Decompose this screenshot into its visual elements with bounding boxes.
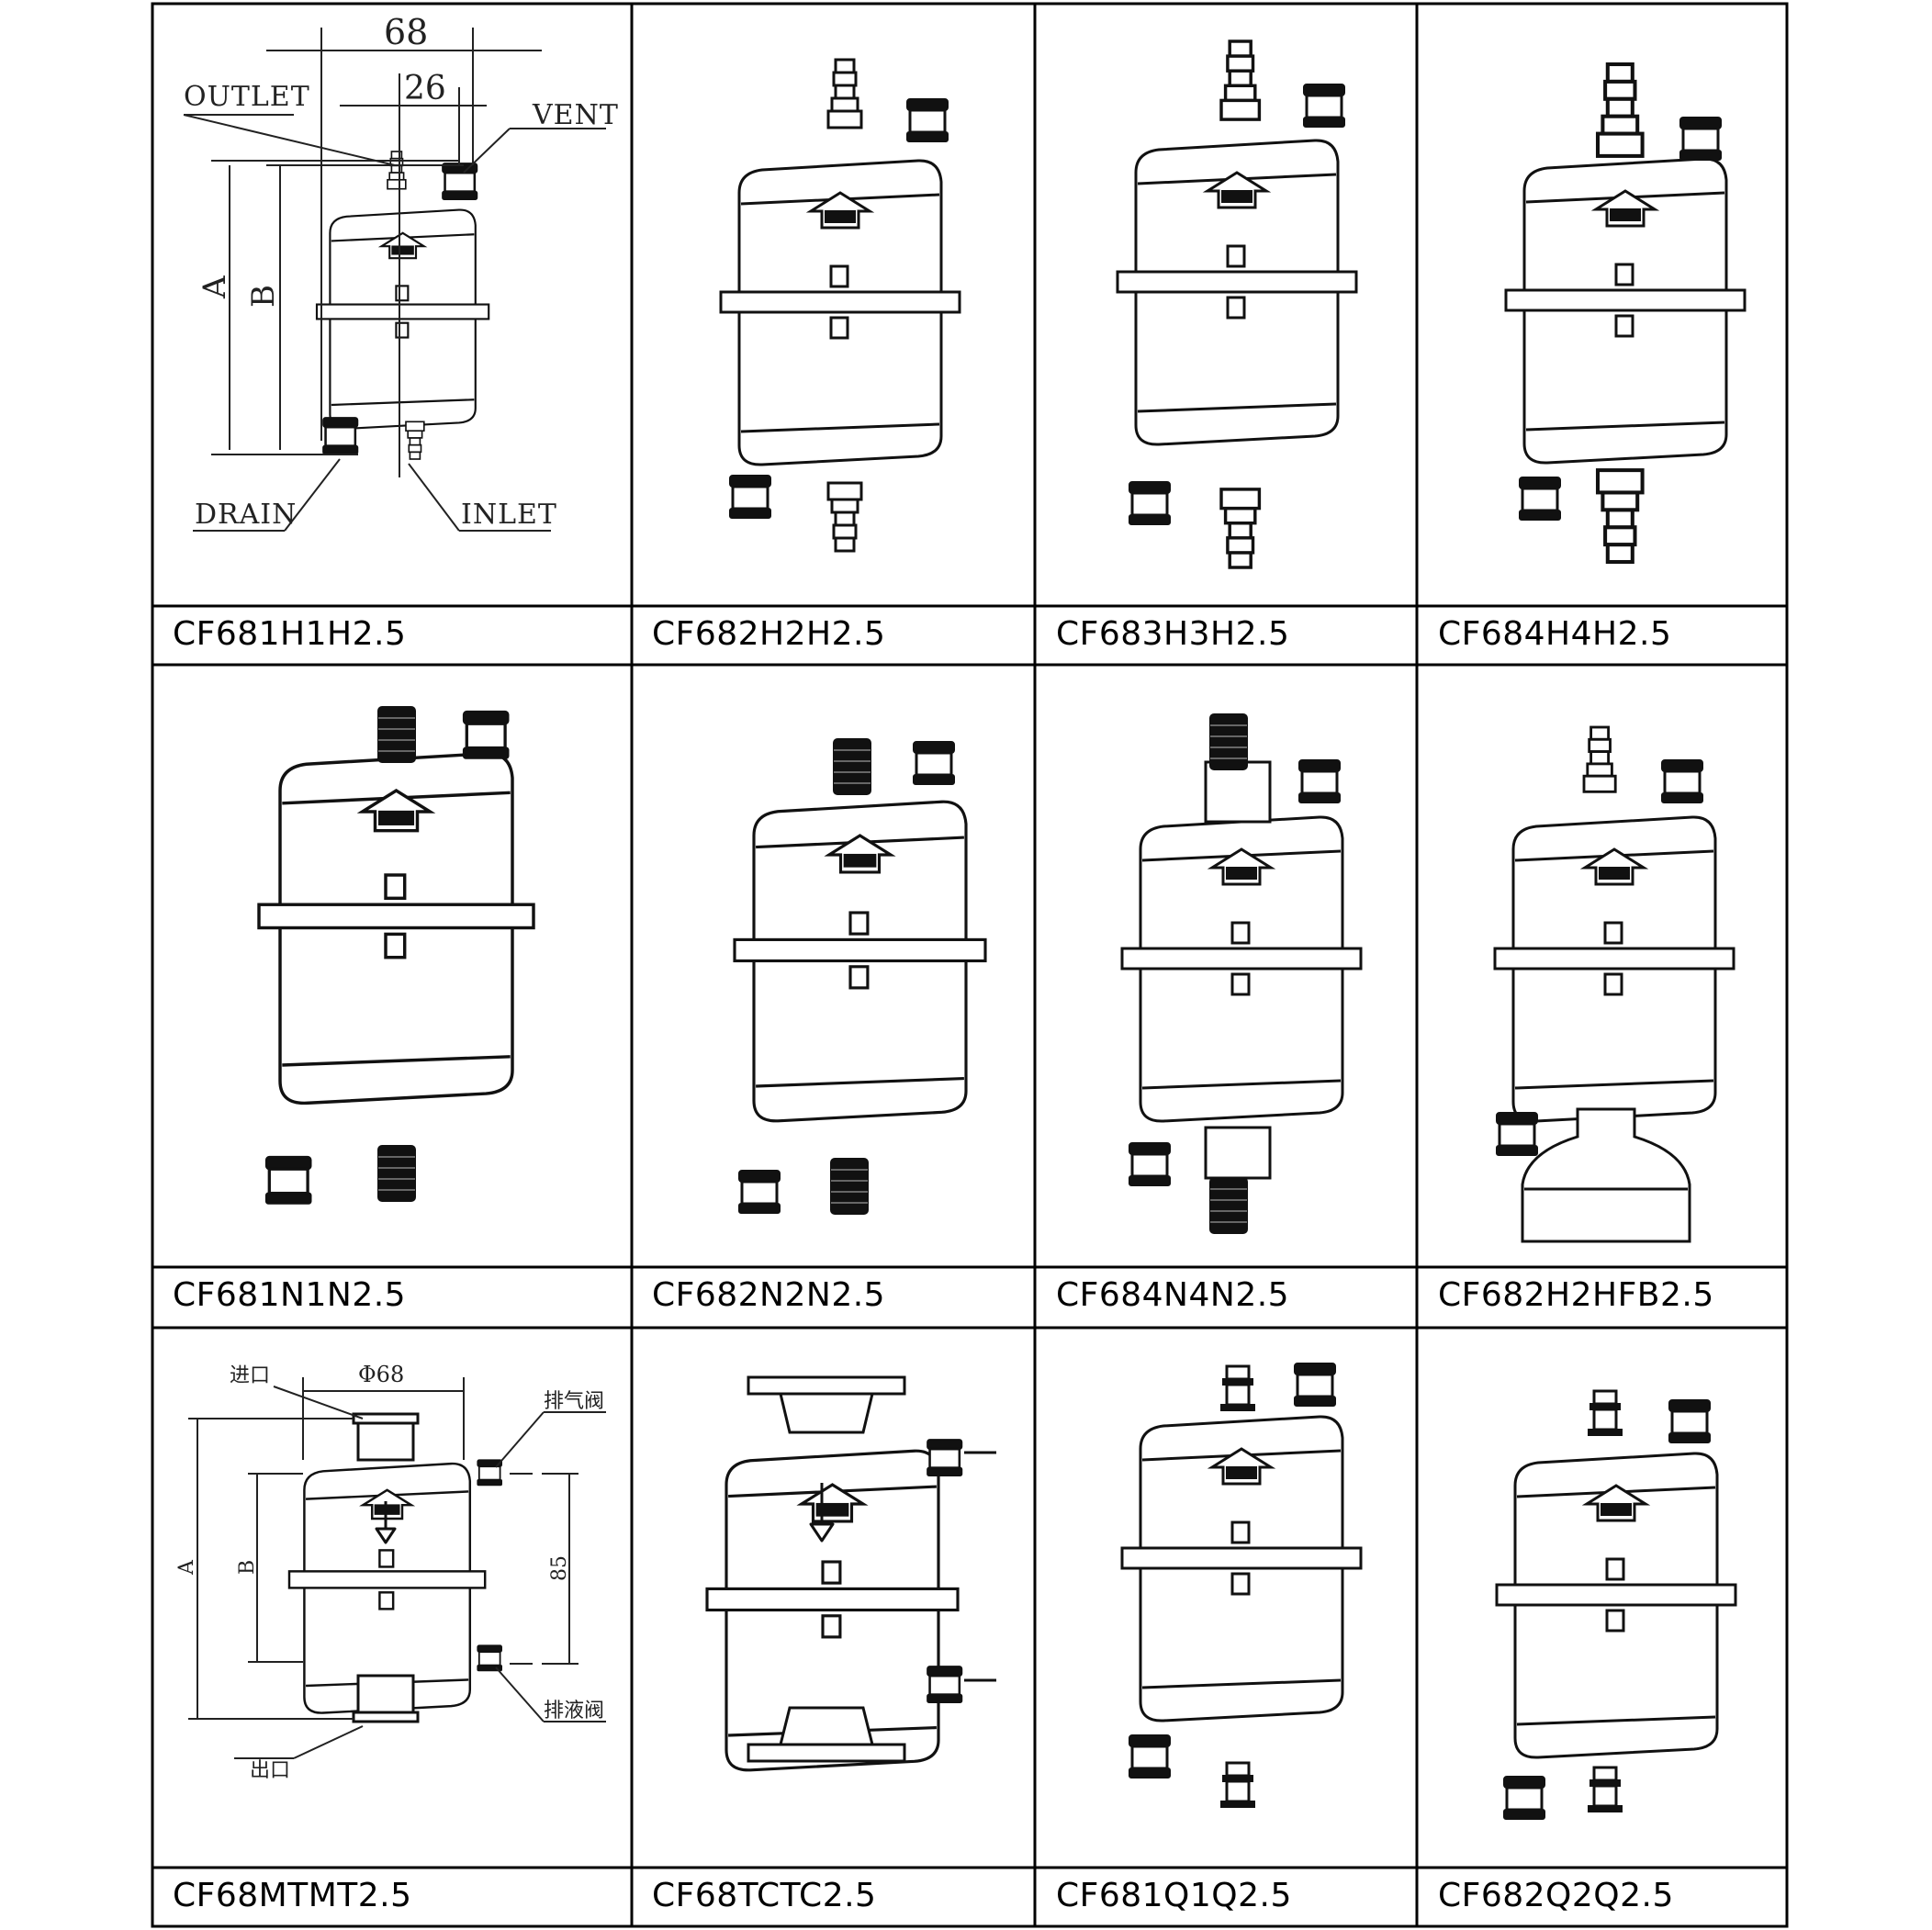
dim-85-label: 85 [548, 1555, 571, 1581]
drawing-cf682n2n2-5 [733, 738, 987, 1215]
vent-valve-cn-label: 排气阀 [544, 1390, 604, 1413]
dim-b-cn-label: B [236, 1560, 259, 1575]
dim-total-label: 68 [384, 12, 428, 52]
inlet-cn-label: 进口 [230, 1364, 270, 1387]
dim-a-cn-label: A [175, 1559, 198, 1576]
drawing-cf682h2h2-5 [719, 58, 961, 553]
caption-cf684h4h2-5: CF684H4H2.5 [1438, 615, 1672, 653]
drawing-cf682h2hfb2-5 [1493, 725, 1735, 1243]
drawing-cf684h4h2-5 [1504, 64, 1747, 562]
vent-label: VENT [532, 99, 619, 131]
diameter-label: Φ68 [358, 1362, 404, 1387]
table-grid [151, 2, 1789, 1928]
caption-cf682q2q2-5: CF682Q2Q2.5 [1438, 1877, 1674, 1914]
outlet-cn-label: 出口 [250, 1759, 290, 1782]
dim-offset-label: 26 [404, 70, 446, 107]
dim-b-label: B [245, 285, 282, 308]
drawing-cf681q1q2-5 [1120, 1362, 1363, 1809]
caption-cf681n1n2-5: CF681N1N2.5 [173, 1276, 407, 1314]
inlet-label: INLET [461, 499, 557, 531]
drawing-cf683h3h2-5 [1116, 39, 1358, 569]
drawing-cf684n4n2-5 [1120, 713, 1363, 1234]
caption-cf68tctc2-5: CF68TCTC2.5 [652, 1877, 877, 1914]
drawing-cf681n1n2-5 [257, 706, 535, 1206]
drawing-cf682q2q2-5 [1495, 1389, 1737, 1821]
dim-a-label: A [197, 275, 233, 299]
caption-cf682n2n2-5: CF682N2N2.5 [652, 1276, 886, 1314]
caption-cf681h1h2-5: CF681H1H2.5 [173, 615, 407, 653]
drain-valve-cn-label: 排液阀 [544, 1700, 604, 1722]
caption-cf681q1q2-5: CF681Q1Q2.5 [1056, 1877, 1292, 1914]
caption-cf682h2h2-5: CF682H2H2.5 [652, 615, 886, 653]
drain-label: DRAIN [195, 499, 297, 531]
caption-cf682h2hfb2-5: CF682H2HFB2.5 [1438, 1276, 1714, 1314]
drawing-cf68tctc2-5 [705, 1375, 996, 1772]
outlet-label: OUTLET [184, 81, 310, 113]
drawing-cf681h1h2-5: 68 26 OUTLET VENT DRAIN INLET A B [183, 12, 619, 532]
caption-cf68mtmt2-5: CF68MTMT2.5 [173, 1877, 412, 1914]
caption-cf684n4n2-5: CF684N4N2.5 [1056, 1276, 1290, 1314]
drawing-cf68mtmt2-5: 进口 Φ68 排气阀 排液阀 出口 A B 85 [175, 1362, 606, 1782]
caption-cf683h3h2-5: CF683H3H2.5 [1056, 615, 1290, 653]
